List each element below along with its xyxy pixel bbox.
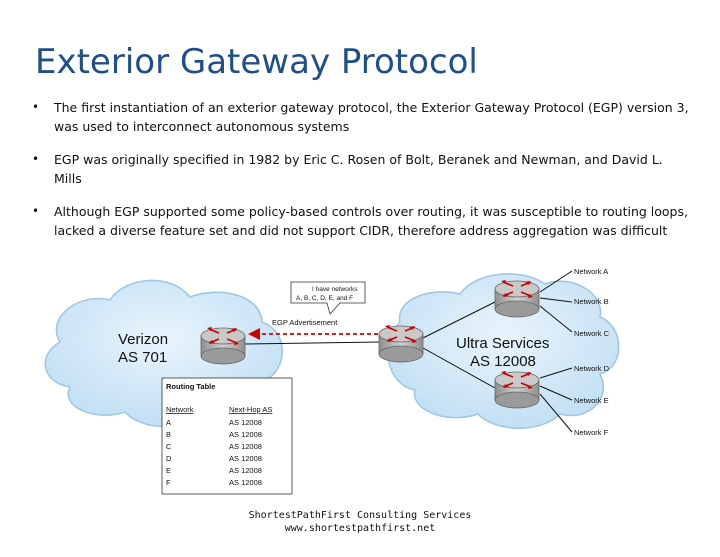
ultra-services-as: AS 12008 bbox=[470, 353, 536, 370]
routing-table-cell: AS 12008 bbox=[229, 442, 262, 451]
link-lines bbox=[244, 270, 573, 433]
routing-table-cell: F bbox=[166, 478, 171, 487]
routing-table-cell: B bbox=[166, 430, 171, 439]
callout-bubble: I have networks A, B, C, D, E, and F bbox=[290, 281, 366, 315]
routing-table: Routing Table Network Next-Hop AS A AS 1… bbox=[161, 377, 293, 495]
callout-line: I have networks bbox=[312, 286, 358, 293]
router-icon bbox=[494, 279, 540, 318]
routing-table-cell: AS 12008 bbox=[229, 430, 262, 439]
bullet-icon: • bbox=[32, 100, 40, 114]
ultra-services-name: Ultra Services bbox=[456, 335, 549, 352]
footer-url: www.shortestpathfirst.net bbox=[284, 523, 436, 534]
network-label: Network B bbox=[574, 297, 609, 306]
routing-table-cell: A bbox=[166, 418, 171, 427]
routing-table-cell: C bbox=[166, 442, 172, 451]
bullet-list: • The first instantiation of an exterior… bbox=[30, 98, 690, 254]
network-label: Network A bbox=[574, 267, 608, 276]
network-diagram: EGP Advertisement I have networks A, B, … bbox=[44, 267, 620, 495]
egp-advertisement-label: EGP Advertisement bbox=[272, 318, 338, 327]
bullet-text: The first instantiation of an exterior g… bbox=[54, 100, 689, 134]
routing-table-cell: D bbox=[166, 454, 172, 463]
ultra-services-cloud bbox=[387, 273, 620, 429]
footer-company: ShortestPathFirst Consulting Services bbox=[248, 510, 472, 521]
routing-table-cell: AS 12008 bbox=[229, 466, 262, 475]
routing-table-header: Next-Hop AS bbox=[229, 405, 272, 414]
routing-table-cell: AS 12008 bbox=[229, 454, 262, 463]
verizon-as: AS 701 bbox=[118, 349, 167, 366]
network-label: Network F bbox=[574, 428, 609, 437]
bullet-item: • Although EGP supported some policy-bas… bbox=[30, 202, 690, 240]
bullet-text: EGP was originally specified in 1982 by … bbox=[54, 152, 663, 186]
routing-table-header: Network bbox=[166, 405, 194, 414]
slide-title: Exterior Gateway Protocol bbox=[35, 42, 478, 82]
routing-table-title: Routing Table bbox=[166, 382, 215, 391]
router-icon bbox=[494, 370, 540, 409]
routing-table-cell: AS 12008 bbox=[229, 478, 262, 487]
network-label: Network E bbox=[574, 396, 609, 405]
network-label: Network C bbox=[574, 329, 610, 338]
network-label: Network D bbox=[574, 364, 610, 373]
routing-table-cell: AS 12008 bbox=[229, 418, 262, 427]
bullet-item: • The first instantiation of an exterior… bbox=[30, 98, 690, 136]
bullet-text: Although EGP supported some policy-based… bbox=[54, 204, 688, 238]
router-icon bbox=[200, 326, 246, 365]
bullet-icon: • bbox=[32, 152, 40, 166]
router-icon bbox=[378, 324, 424, 363]
bullet-item: • EGP was originally specified in 1982 b… bbox=[30, 150, 690, 188]
bullet-icon: • bbox=[32, 204, 40, 218]
verizon-name: Verizon bbox=[118, 331, 168, 348]
routing-table-cell: E bbox=[166, 466, 171, 475]
callout-line: A, B, C, D, E, and F bbox=[296, 295, 353, 302]
